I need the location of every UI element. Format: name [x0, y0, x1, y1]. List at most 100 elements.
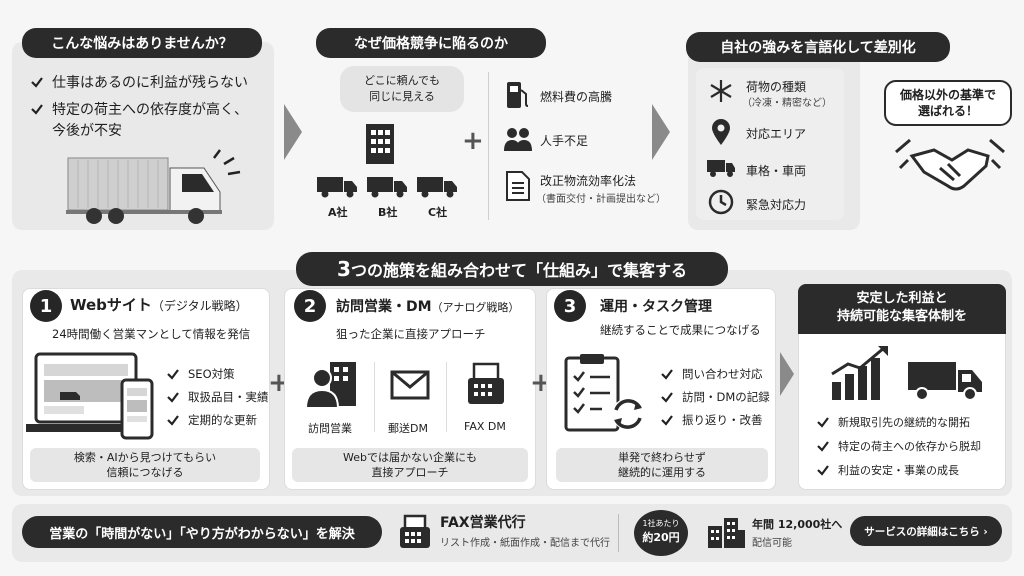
- strength-sub: （冷凍・精密など）: [742, 98, 832, 109]
- price-value: 約20円: [642, 531, 680, 544]
- check-item: 振り返り・改善: [660, 412, 763, 428]
- card-title: 訪問営業・DM（アナログ戦略）: [336, 296, 519, 316]
- service-details-button[interactable]: サービスの詳細はこちら ›: [850, 516, 1002, 546]
- check-icon: [661, 369, 673, 380]
- strength-label: 対応エリア: [746, 127, 807, 141]
- envelope-icon: [390, 370, 430, 400]
- divider: [374, 362, 375, 432]
- check-text: 問い合わせ対応: [682, 367, 763, 381]
- truck-icon: [707, 160, 735, 177]
- channel-label: 郵送DM: [388, 422, 428, 435]
- competition-title: なぜ価格競争に陥るのか: [316, 28, 546, 58]
- footer-line: 単発で終わらせず: [618, 451, 706, 464]
- card-title: Webサイト（デジタル戦略）: [70, 294, 248, 315]
- strength-title: 自社の強みを言語化して差別化: [686, 32, 950, 62]
- result-title-line: 安定した利益と: [856, 291, 948, 306]
- check-icon: [817, 465, 829, 476]
- factor-sub: （書面交付・計画提出など）: [536, 194, 666, 205]
- company-label: C社: [428, 206, 448, 219]
- factor-label: 人手不足: [540, 134, 589, 148]
- truck-icon: [317, 177, 357, 198]
- flow-arrow: [652, 104, 670, 160]
- check-icon: [817, 441, 829, 452]
- service-description: リスト作成・紙面作成・配信まで代行: [440, 538, 610, 549]
- fax-machine-icon: [468, 362, 504, 404]
- check-item: 問い合わせ対応: [660, 366, 763, 382]
- price-badge: 1社あたり 約20円: [634, 510, 688, 556]
- check-icon: [167, 369, 179, 380]
- check-icon: [167, 392, 179, 403]
- truck-illustration: [66, 149, 241, 224]
- card-title-sub: （デジタル戦略）: [151, 299, 248, 313]
- problem-item: 仕事はあるのに利益が残らない: [30, 72, 248, 92]
- divider: [488, 72, 489, 220]
- check-text: 取扱品目・実績: [188, 390, 269, 404]
- result-title-line: 持続可能な集客体制を: [836, 309, 967, 324]
- truck-icon: [367, 177, 407, 198]
- bubble-line: 選ばれる！: [917, 104, 978, 118]
- check-item: 新規取引先の継続的な開拓: [816, 414, 970, 430]
- solution-banner: 営業の「時間がない」「やり方がわからない」を解決: [22, 516, 382, 548]
- truck-icon: [908, 362, 982, 401]
- buildings-icon: [708, 518, 745, 548]
- problems-title: こんな悩みはありませんか？: [22, 28, 262, 58]
- check-text: 振り返り・改善: [682, 413, 763, 427]
- clock-icon: [708, 189, 734, 215]
- snowflake-icon: [710, 80, 732, 102]
- problem-text: 仕事はあるのに利益が残らない: [52, 75, 248, 91]
- smartphone-icon: [120, 378, 154, 440]
- card-subtitle: 継続することで成果につなげる: [600, 323, 761, 337]
- card-title-main: 運用・タスク管理: [600, 299, 712, 315]
- check-item: 特定の荷主への依存から脱却: [816, 438, 981, 454]
- company-label: A社: [328, 206, 348, 219]
- volume-sub: 配信可能: [752, 538, 792, 549]
- channel-label: 訪問営業: [308, 422, 352, 435]
- card-title-main: Webサイト: [70, 296, 152, 314]
- location-pin-icon: [712, 119, 730, 145]
- check-text: SEO対策: [188, 367, 235, 381]
- salesperson-icon: [304, 362, 356, 409]
- card-title-main: 訪問営業・DM: [336, 299, 432, 315]
- bubble-line: 価格以外の基準で: [899, 88, 996, 102]
- step-number: 1: [30, 290, 62, 322]
- building-icon: [366, 124, 394, 164]
- card-footer: 検索・AIから見つけてもらい信頼につなげる: [30, 448, 260, 482]
- truck-icon: [417, 177, 457, 198]
- channel-label: FAX DM: [464, 420, 506, 433]
- bubble-line: どこに頼んでも: [363, 74, 441, 87]
- check-text: 定期的な更新: [188, 413, 257, 427]
- check-text: 訪問・DMの記録: [682, 390, 770, 404]
- footer-line: 継続的に運用する: [618, 466, 706, 479]
- bubble-line: 同じに見える: [369, 90, 435, 103]
- speech-bubble: どこに頼んでも 同じに見える: [340, 66, 464, 112]
- card-title-sub: （アナログ戦略）: [431, 301, 520, 314]
- card-title: 運用・タスク管理: [600, 296, 712, 316]
- volume-text: 年間 12,000社へ: [752, 518, 843, 531]
- document-icon: [506, 171, 530, 201]
- handshake-icon: [895, 138, 1005, 191]
- check-text: 特定の荷主への依存から脱却: [838, 440, 981, 453]
- check-icon: [661, 415, 673, 426]
- company-label: B社: [378, 206, 398, 219]
- service-name: FAX営業代行: [440, 515, 526, 531]
- people-icon: [504, 128, 532, 151]
- footer-line: 検索・AIから見つけてもらい: [73, 451, 217, 464]
- card-subtitle: 24時間働く営業マンとして情報を発信: [52, 327, 251, 341]
- price-label: 1社あたり: [642, 519, 680, 528]
- check-icon: [167, 415, 179, 426]
- divider: [618, 514, 619, 552]
- flow-arrow: [284, 104, 302, 160]
- check-icon: [31, 104, 43, 115]
- problem-text-cont: 今後が不安: [52, 123, 122, 139]
- strength-label: 車格・車両: [746, 164, 807, 178]
- card-subtitle: 狙った企業に直接アプローチ: [336, 327, 486, 341]
- problem-text: 特定の荷主への依存度が高く、: [52, 102, 248, 118]
- fuel-pump-icon: [507, 82, 529, 108]
- result-title: 安定した利益と 持続可能な集客体制を: [798, 284, 1006, 334]
- check-item: SEO対策: [166, 366, 235, 382]
- step-number: 3: [554, 290, 586, 322]
- check-item: 取扱品目・実績: [166, 389, 269, 405]
- check-item: 訪問・DMの記録: [660, 389, 770, 405]
- check-text: 新規取引先の継続的な開拓: [838, 416, 970, 429]
